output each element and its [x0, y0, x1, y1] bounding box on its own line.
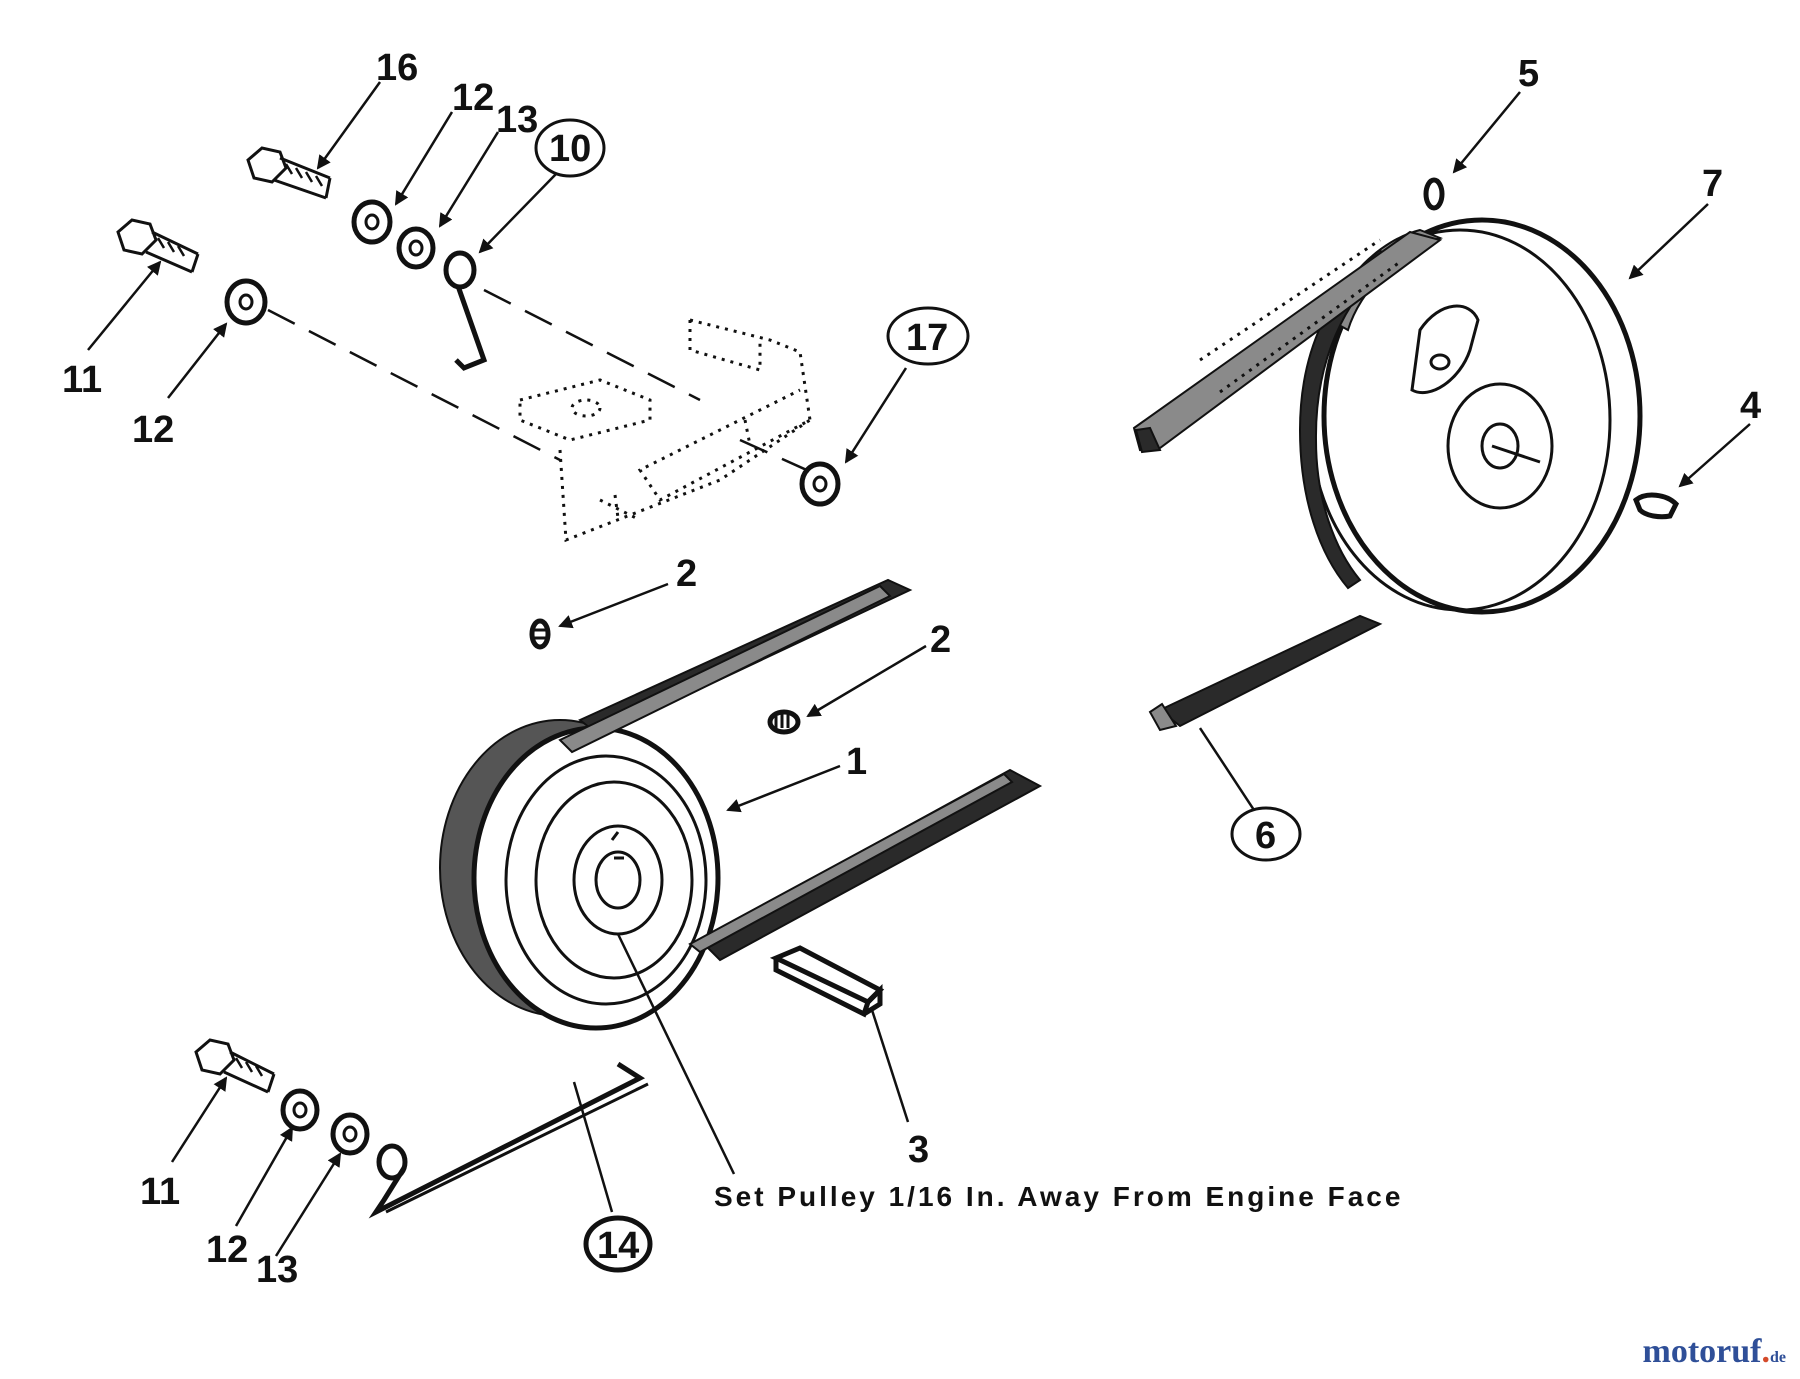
pulley-1 — [439, 719, 721, 1031]
bolt-11-upper — [116, 218, 200, 274]
washer-13-upper — [396, 226, 436, 270]
spring-hook-10 — [443, 250, 488, 371]
watermark-brand: motoruf — [1642, 1333, 1762, 1370]
leader-6 — [1198, 727, 1256, 811]
callout-12-middle: 12 — [132, 409, 174, 451]
leader-17 — [844, 367, 908, 464]
leader-2-side — [806, 644, 927, 718]
callout-17-circle — [886, 306, 970, 366]
callout-4: 4 — [1740, 385, 1761, 427]
callout-7: 7 — [1702, 163, 1723, 205]
callout-14: 14 — [597, 1225, 639, 1267]
callout-1: 1 — [846, 741, 867, 783]
bolt-16 — [246, 146, 332, 200]
washer-12-middle — [224, 278, 268, 326]
callout-12-upper: 12 — [452, 77, 494, 119]
leader-2-top — [558, 582, 669, 629]
callout-13-lower: 13 — [256, 1249, 298, 1291]
engine-bracket-outline — [518, 318, 812, 543]
leader-12-upper — [394, 111, 454, 206]
leader-13-upper — [438, 131, 500, 228]
watermark-logo: motoruf.de — [1643, 1333, 1786, 1371]
washer-17 — [799, 461, 841, 507]
leader-12-middle — [167, 322, 228, 399]
callout-12-lower: 12 — [206, 1229, 248, 1271]
callout-13-upper: 13 — [496, 99, 538, 141]
pulley-7 — [1298, 217, 1643, 615]
installation-note: Set Pulley 1/16 In. Away From Engine Fac… — [714, 1181, 1403, 1212]
leader-pulley-center — [616, 933, 736, 1175]
leader-12-lower — [234, 1126, 294, 1227]
leader-5 — [1452, 91, 1521, 174]
set-screw-2-top — [529, 618, 551, 650]
key-5 — [1423, 177, 1445, 211]
leader-13-lower — [274, 1152, 342, 1257]
callout-6: 6 — [1255, 815, 1276, 857]
callout-6-circle — [1230, 806, 1302, 862]
callout-3: 3 — [908, 1129, 929, 1171]
watermark-dot: . — [1761, 1333, 1771, 1370]
callout-14-circle — [583, 1215, 653, 1273]
washer-12-upper — [351, 199, 393, 245]
callout-5: 5 — [1518, 53, 1539, 95]
leader-7 — [1628, 203, 1709, 280]
callout-17: 17 — [906, 317, 948, 359]
alignment-line-middle — [267, 308, 561, 462]
square-key-3 — [769, 945, 885, 1018]
leader-4 — [1678, 423, 1751, 488]
v-belt-lower-run — [558, 578, 1043, 962]
callout-16: 16 — [376, 47, 418, 89]
leader-1 — [726, 764, 841, 813]
v-belt-6 — [1132, 230, 1443, 732]
callout-11-lower: 11 — [140, 1171, 180, 1213]
watermark-tld: de — [1770, 1349, 1786, 1366]
callout-2-side: 2 — [930, 619, 951, 661]
washer-13-lower — [330, 1112, 370, 1156]
washer-12-lower — [280, 1088, 320, 1132]
spring-rod-14 — [368, 1061, 649, 1219]
leader-11-upper — [87, 260, 162, 351]
callout-2-top: 2 — [676, 553, 697, 595]
set-screw-2-side — [767, 709, 801, 735]
callout-10: 10 — [549, 128, 591, 170]
leader-3 — [870, 1009, 910, 1123]
alignment-line-upper — [483, 288, 701, 402]
half-moon-key-4 — [1632, 492, 1680, 520]
bolt-11-lower — [194, 1038, 276, 1094]
callout-11-upper: 11 — [62, 359, 102, 401]
leader-16 — [316, 81, 382, 170]
callout-10-circle — [534, 118, 606, 178]
leader-11-lower — [170, 1076, 228, 1163]
leader-14 — [572, 1081, 614, 1213]
leader-10 — [478, 173, 557, 254]
